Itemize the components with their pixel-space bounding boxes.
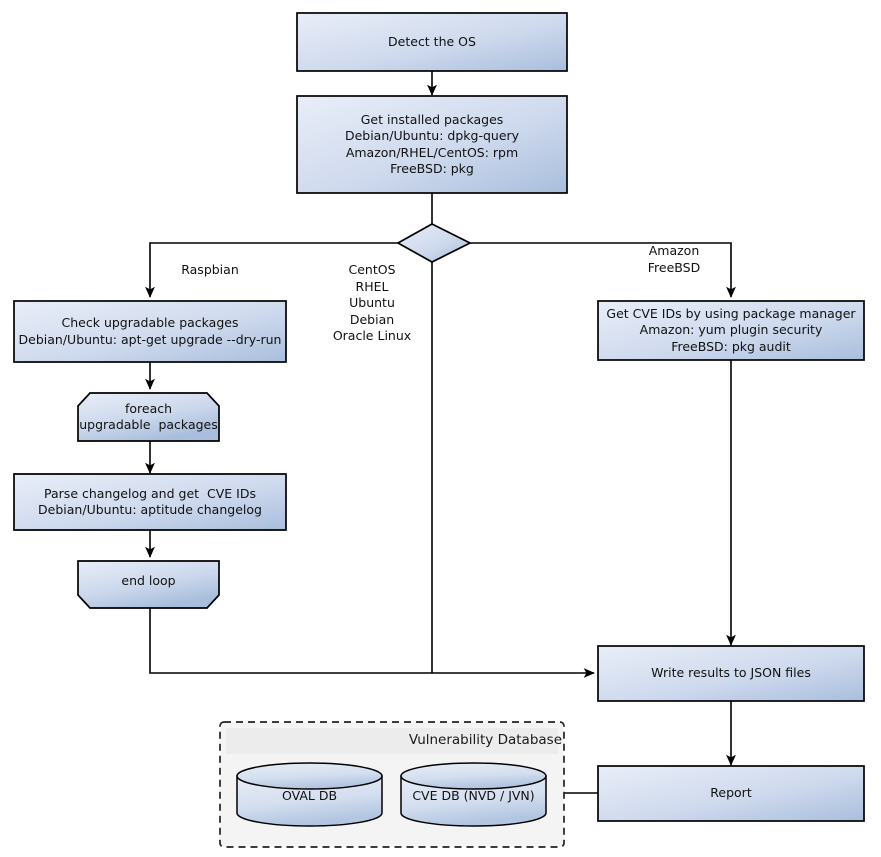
- node-foreach-loop-start[interactable]: [77, 392, 220, 442]
- group-title-bar: [226, 728, 558, 754]
- edge-label-center-branch: CentOS RHEL Ubuntu Debian Oracle Linux: [332, 262, 412, 343]
- edge-decision-left: [145, 242, 398, 298]
- node-detect-os[interactable]: [296, 12, 568, 72]
- edge-label-raspbian: Raspbian: [181, 262, 239, 277]
- node-parse-changelog[interactable]: [13, 473, 287, 531]
- edge-label-amazon-freebsd: Amazon FreeBSD: [647, 243, 701, 275]
- node-cve-db[interactable]: [400, 762, 547, 827]
- node-end-loop[interactable]: [77, 560, 220, 609]
- node-decision-os-type[interactable]: [396, 223, 472, 263]
- group-title-vulnerability-database: Vulnerability Database: [408, 732, 562, 748]
- edge-endloop-to-write: [149, 608, 595, 678]
- node-report[interactable]: [597, 765, 865, 822]
- node-get-installed-packages[interactable]: [296, 95, 568, 194]
- node-check-upgradable[interactable]: [13, 300, 287, 363]
- edge-decision-right: [470, 242, 736, 298]
- node-write-results[interactable]: [597, 645, 865, 702]
- node-get-cve-ids[interactable]: [597, 300, 865, 361]
- node-oval-db[interactable]: [236, 762, 383, 827]
